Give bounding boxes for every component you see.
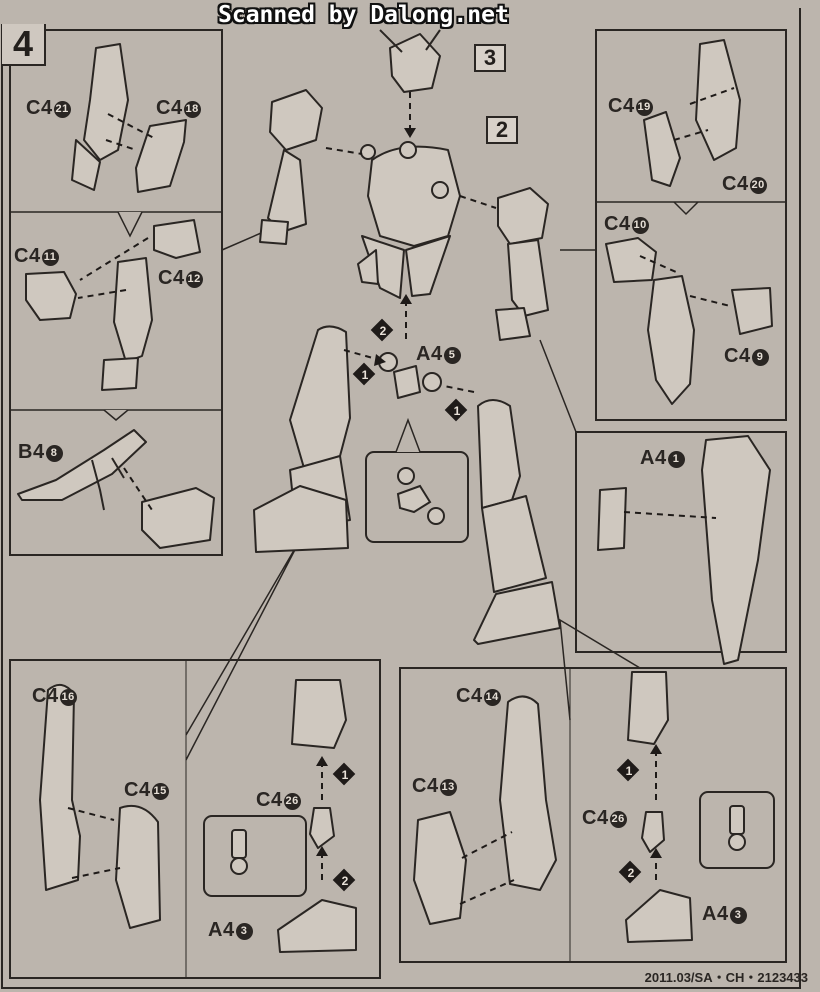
- callout-head: 3: [474, 44, 506, 72]
- order-marker-right-foot-base: 2: [618, 860, 642, 884]
- bottom-left-panel: [9, 659, 381, 979]
- order-marker-hip-left: 1: [352, 362, 376, 386]
- page-frame: [1, 8, 801, 989]
- order-marker-hip-right: 1: [444, 398, 468, 422]
- order-marker-left-foot-up: 1: [332, 762, 356, 786]
- left-upper-panel: [9, 29, 223, 556]
- main-figure: [253, 29, 561, 645]
- order-marker-right-foot-up: 1: [616, 758, 640, 782]
- callout-torso: 2: [486, 116, 518, 144]
- bottom-right-panel: [399, 667, 787, 963]
- order-marker-hip-up: 2: [370, 318, 394, 342]
- scanner-watermark: Scanned by Dalong.net: [218, 2, 509, 28]
- order-marker-left-foot-base: 2: [332, 868, 356, 892]
- step-number: 4: [2, 24, 46, 66]
- right-upper-panel: [595, 29, 787, 421]
- footer-print-code: 2011.03/SA・CH・2123433: [644, 970, 808, 985]
- shield-panel: [575, 431, 787, 653]
